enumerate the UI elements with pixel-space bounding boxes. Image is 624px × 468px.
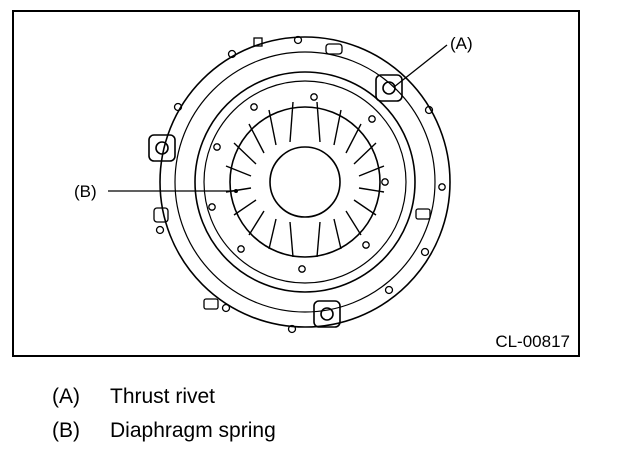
legend: (A) Thrust rivet (B) Diaphragm spring: [52, 386, 276, 454]
center-hole: [269, 146, 341, 218]
figure-frame: (A) (B) CL-00817: [12, 10, 580, 357]
cover-outer-rim: [159, 36, 451, 328]
legend-key: (A): [52, 385, 80, 408]
cover-inner-rim: [174, 51, 436, 313]
pressure-plate-ring-inner: [203, 80, 407, 284]
cover-flange-holes: [153, 35, 446, 334]
legend-item: (A) Thrust rivet: [52, 386, 276, 420]
diaphragm-outer-edge: [229, 106, 381, 258]
legend-label: Diaphragm spring: [110, 419, 276, 442]
callout-a-label: (A): [450, 34, 473, 53]
legend-item: (B) Diaphragm spring: [52, 420, 276, 454]
thrust-rivets: [148, 74, 403, 328]
legend-key: (B): [52, 419, 80, 442]
figure-code: CL-00817: [495, 332, 570, 351]
pressure-plate-holes: [208, 93, 389, 273]
diaphragm-fingers: [225, 101, 385, 258]
legend-label: Thrust rivet: [110, 385, 216, 408]
callout-b-label: (B): [74, 182, 97, 201]
leader-lines: [108, 44, 448, 192]
clutch-cover-drawing: [108, 35, 451, 334]
pressure-plate-ring-outer: [194, 71, 416, 293]
